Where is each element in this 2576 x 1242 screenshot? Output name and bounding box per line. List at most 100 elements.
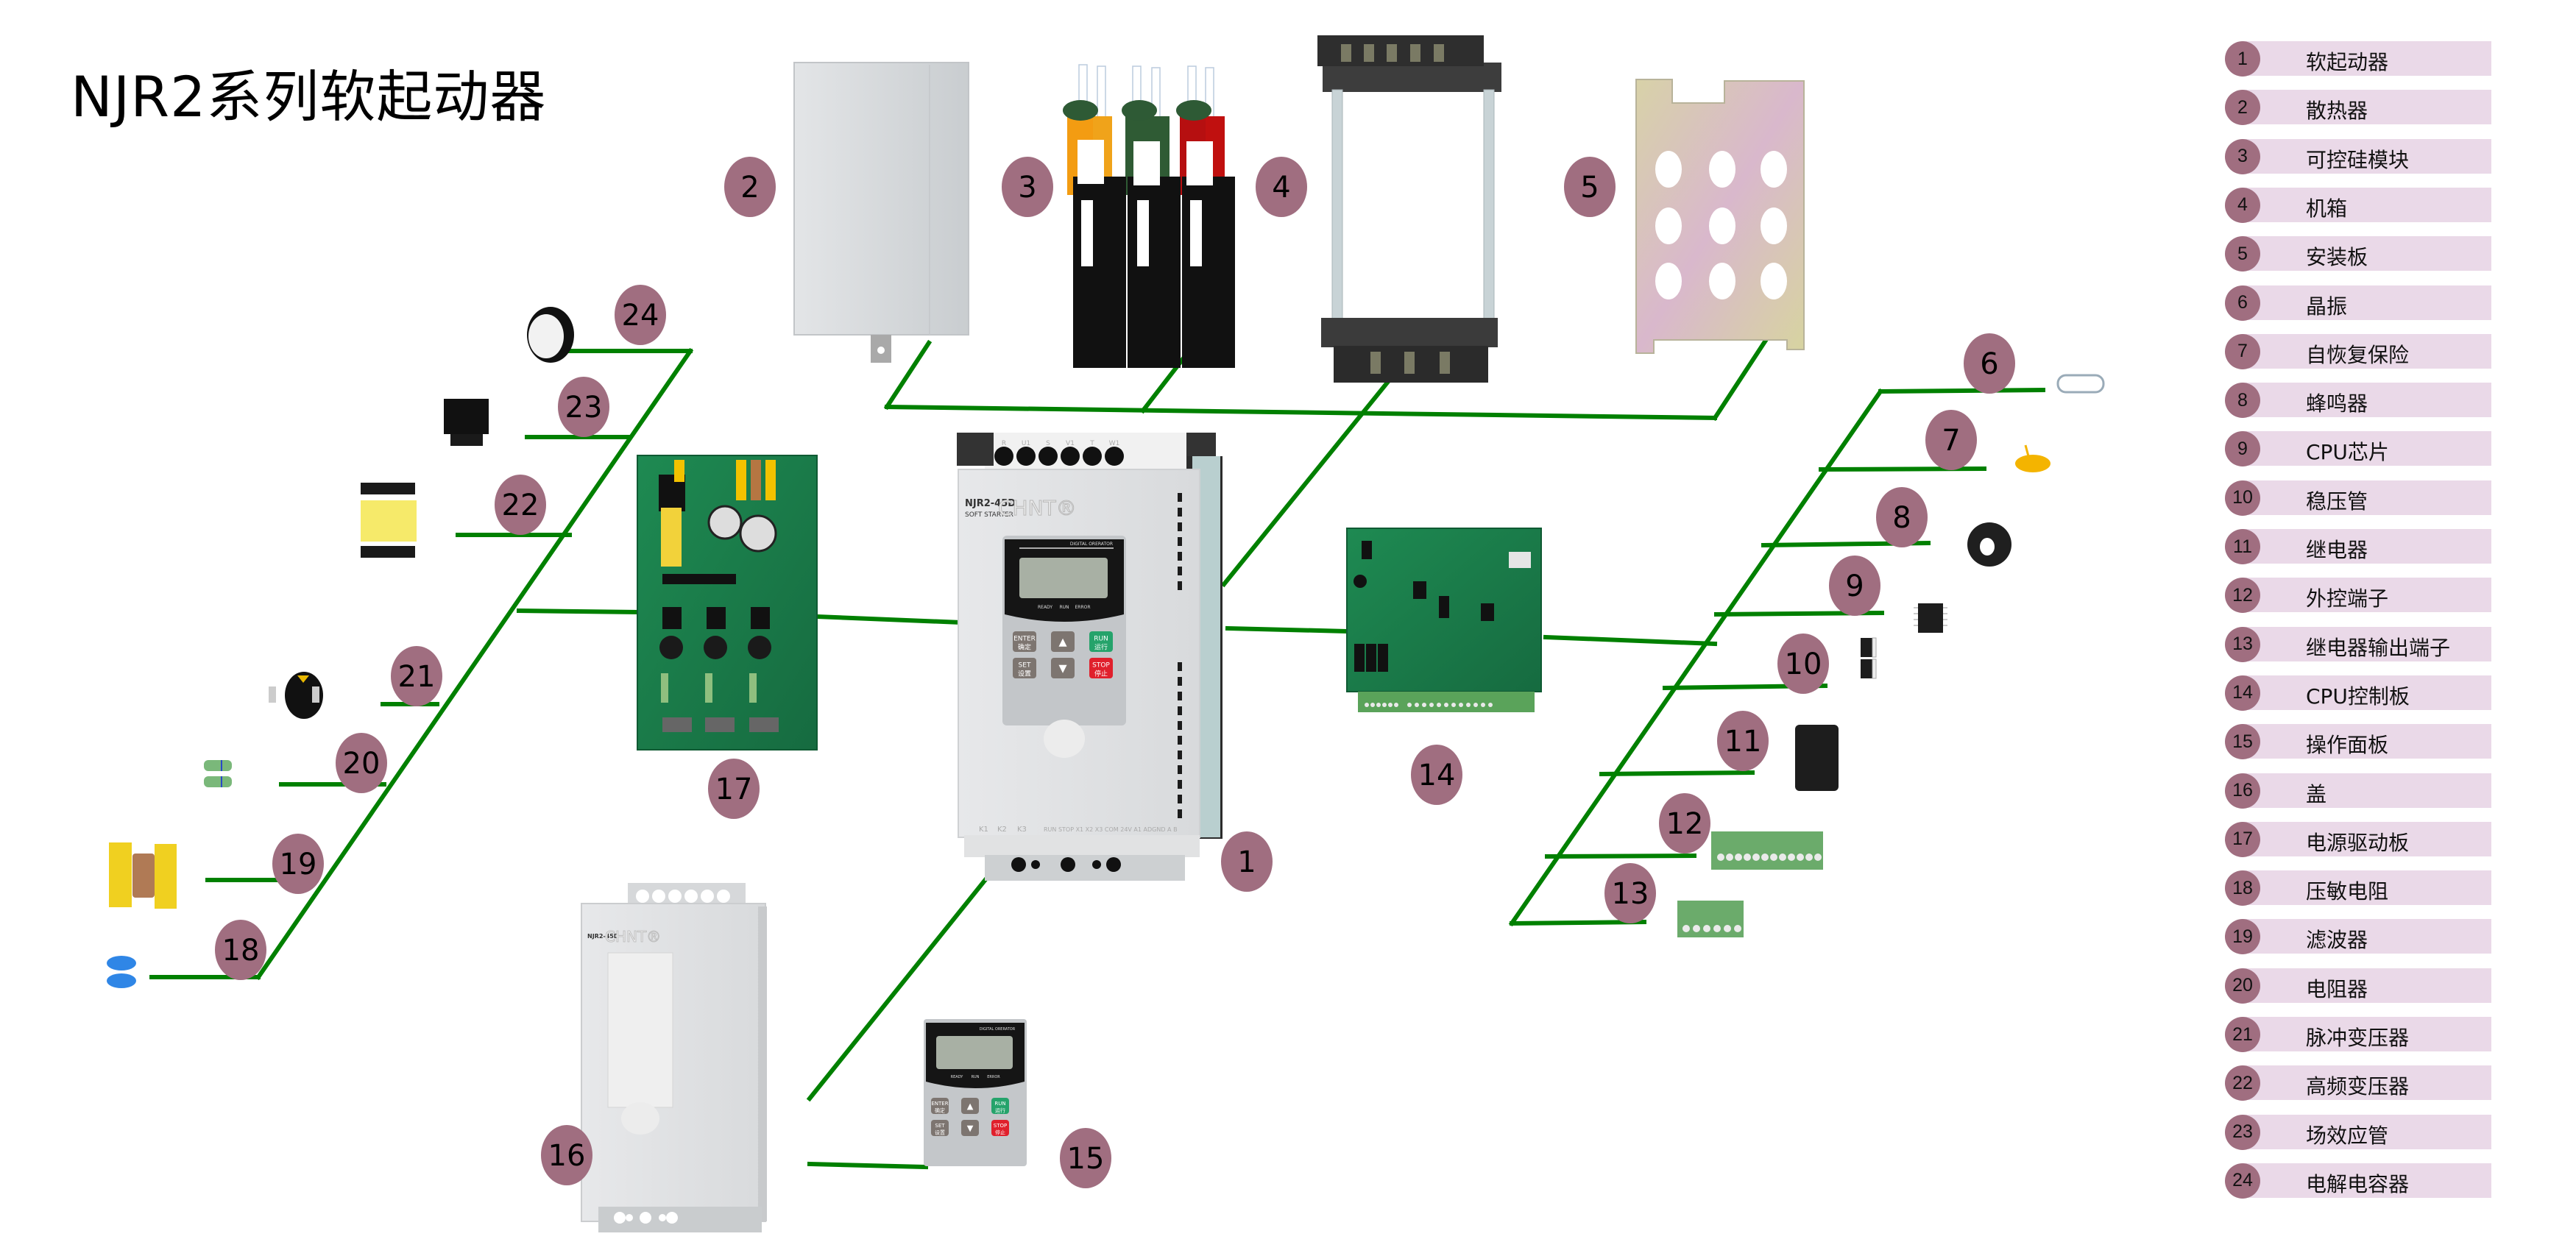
legend-bar [2243, 773, 2491, 808]
legend-number-badge: 5 [2225, 236, 2260, 272]
badge-circle [391, 646, 442, 706]
badge-circle [558, 377, 609, 437]
terminal-label: S [1046, 440, 1050, 447]
page-title: NJR2系列软起动器 [71, 64, 547, 129]
leader-right-trunk [1508, 388, 1884, 927]
legend-number-badge: 1 [2225, 41, 2260, 77]
part-badge-17: 17 [708, 759, 760, 819]
badge-number: 6 [1980, 347, 1998, 381]
key-label: RUN [994, 1101, 1005, 1107]
key-face [1051, 658, 1075, 678]
legend-number-badge: 4 [2225, 187, 2260, 223]
legend-label: 滤波器 [2306, 928, 2368, 953]
badge-number: 1 [1237, 845, 1256, 879]
legend-bar [2243, 821, 2491, 856]
electrolytic-capacitor-icon [527, 307, 574, 363]
leader-1-to-16 [806, 852, 1008, 1102]
legend-number-badge: 21 [2225, 1017, 2260, 1052]
part-badge-7: 7 [1925, 410, 1977, 470]
legend-bar [2243, 626, 2491, 661]
badge-circle [272, 834, 324, 894]
legend-label: CPU芯片 [2306, 440, 2389, 465]
part-badge-3: 3 [1002, 157, 1053, 217]
key-label: ENTER [931, 1101, 948, 1107]
badge-number: 14 [1418, 759, 1456, 792]
badge-number: 20 [343, 747, 381, 781]
part-badge-1: 1 [1221, 831, 1273, 892]
badge-number: 11 [1724, 725, 1762, 759]
legend-bar [2243, 529, 2491, 564]
key-label: ▼ [967, 1124, 974, 1133]
legend-bar [2243, 1114, 2491, 1149]
legend-bar [2243, 675, 2491, 710]
legend-number-badge: 23 [2225, 1114, 2260, 1150]
legend-label: 可控硅模块 [2306, 147, 2410, 172]
legend-number-badge: 11 [2225, 529, 2260, 564]
legend-number-badge: 12 [2225, 578, 2260, 614]
badge-number: 8 [1892, 501, 1911, 535]
key-sublabel: 设置 [935, 1129, 945, 1135]
pulse-transformer-icon [269, 672, 323, 719]
part-badge-24: 24 [615, 285, 666, 345]
part-badge-11: 11 [1717, 711, 1769, 771]
part-badge-15: 15 [1060, 1128, 1111, 1188]
badge-circle [1060, 1128, 1111, 1188]
badge-number: 23 [565, 391, 603, 425]
legend-label: 脉冲变压器 [2306, 1026, 2410, 1050]
legend-number-badge: 6 [2225, 285, 2260, 321]
badge-number: 2 [740, 171, 759, 205]
leader-14-to-tree [1543, 634, 1718, 647]
legend-bar [2243, 919, 2491, 954]
badge-circle [1876, 487, 1928, 547]
key-face [931, 1098, 949, 1114]
mounting-plate-component [1635, 79, 1805, 354]
leader-2 [883, 339, 933, 411]
crystal-oscillator-icon [2056, 374, 2105, 394]
badge-circle [495, 475, 546, 535]
key-sublabel: 运行 [995, 1107, 1005, 1113]
legend-bar [2243, 383, 2491, 418]
keypad-key: ▼ [961, 1120, 979, 1136]
part-badge-10: 10 [1777, 634, 1829, 694]
led-label: RUN [1059, 605, 1069, 610]
legend-label: 稳压管 [2306, 489, 2368, 514]
legend-label: 电阻器 [2306, 976, 2368, 1001]
legend-bar [2243, 1065, 2491, 1101]
resistor-icon [204, 760, 232, 787]
part-badge-9: 9 [1829, 556, 1880, 616]
legend-number-badge: 15 [2225, 724, 2260, 760]
leader-1-to-14 [1225, 625, 1351, 634]
part-badge-6: 6 [1964, 333, 2015, 394]
model-subtitle: SOFT STARTER [965, 511, 1013, 519]
part-badge-19: 19 [272, 834, 324, 894]
legend-item: 21 脉冲变压器 [2225, 1017, 2491, 1052]
key-label: ENTER [1013, 636, 1036, 643]
legend-bar [2243, 236, 2491, 272]
legend-label: 安装板 [2306, 245, 2368, 270]
badge-circle [615, 285, 666, 345]
badge-circle [541, 1125, 592, 1185]
legend-label: 散热器 [2306, 99, 2368, 124]
badge-circle [336, 733, 387, 793]
relay-output-terminal-icon [1677, 901, 1744, 937]
model-label: NJR2-45D [965, 498, 1016, 509]
legend-bar [2243, 138, 2491, 174]
badge-number: 3 [1018, 171, 1036, 205]
key-face [1089, 631, 1113, 652]
part-badge-18: 18 [215, 920, 266, 980]
legend-number-badge: 2 [2225, 90, 2260, 126]
main-unit-keypad: DIGITAL ORERATOR READY RUN ERROR ENTER确定… [1002, 536, 1126, 725]
legend-bar [2243, 285, 2491, 320]
legend-number-badge: 7 [2225, 333, 2260, 369]
